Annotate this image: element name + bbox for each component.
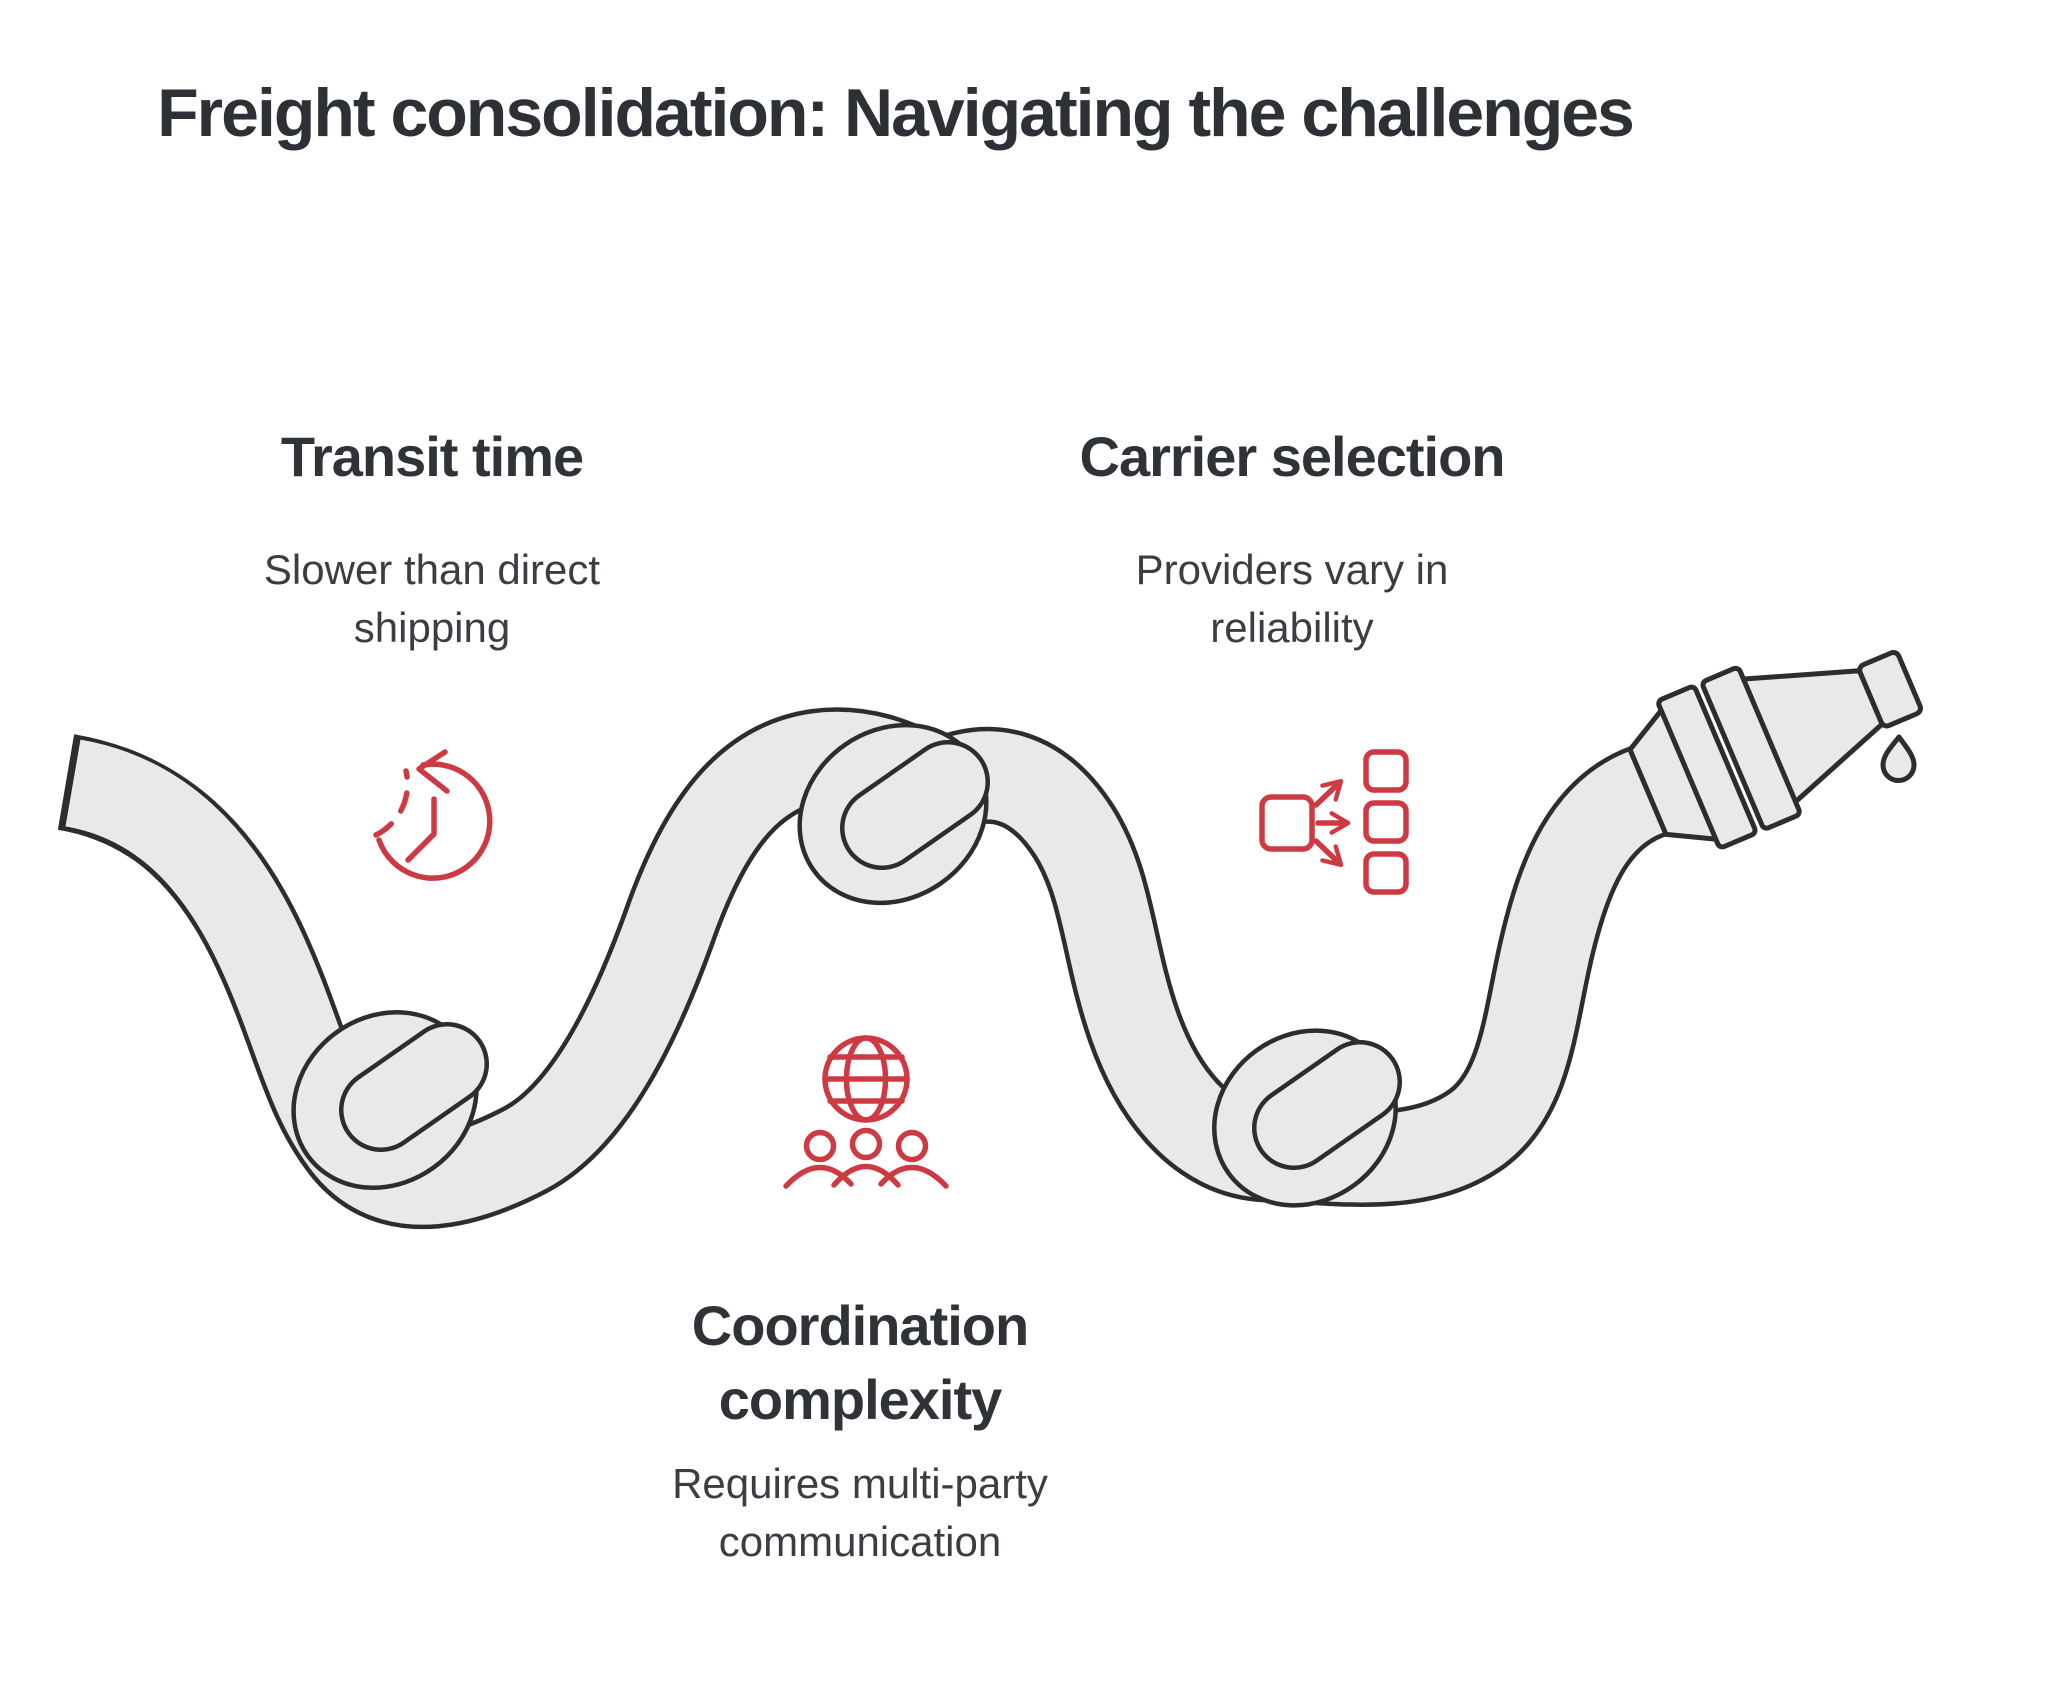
carrier-selection-subtitle-line2: reliability	[1210, 603, 1374, 651]
transit-time-heading: Transit time	[280, 425, 584, 488]
carrier-selection-subtitle-line1: Providers vary in	[1135, 545, 1449, 593]
nozzle-tip	[1857, 650, 1923, 729]
coordination-subtitle-line2: communication	[718, 1517, 1002, 1565]
transit-time-section: Transit time Slower than direct shipping	[112, 420, 752, 657]
coordination-subtitle-line1: Requires multi-party	[672, 1459, 1048, 1507]
arrow-head	[416, 749, 450, 794]
hose-knot-3	[1212, 1028, 1402, 1208]
target-box-middle	[1363, 800, 1409, 844]
carrier-selection-subtitle: Providers vary in reliability	[972, 541, 1612, 657]
hose-nozzle	[1627, 650, 1923, 850]
coordination-complexity-subtitle: Requires multi-party communication	[490, 1455, 1230, 1571]
carrier-distribution-icon	[1259, 749, 1409, 895]
transit-time-subtitle: Slower than direct shipping	[112, 541, 752, 657]
target-box-top	[1363, 749, 1409, 793]
source-box	[1259, 794, 1315, 852]
nozzle-collar-1	[1656, 684, 1758, 850]
coordination-complexity-section: Coordination complexity Requires multi-p…	[490, 1289, 1230, 1571]
tangled-hose	[56, 650, 1923, 1230]
globe-people-icon	[783, 1035, 949, 1189]
target-box-bottom	[1363, 851, 1409, 895]
carrier-selection-heading: Carrier selection	[1079, 425, 1506, 488]
coordination-heading-line2: complexity	[718, 1367, 1003, 1431]
carrier-selection-section: Carrier selection Providers vary in reli…	[972, 420, 1612, 657]
nozzle-collar-2	[1700, 665, 1802, 831]
globe-icon	[822, 1035, 910, 1123]
transit-time-subtitle-line2: shipping	[353, 603, 511, 651]
coordination-complexity-heading: Coordination complexity	[490, 1289, 1230, 1437]
transit-time-subtitle-line1: Slower than direct	[263, 545, 601, 593]
coordination-heading-line1: Coordination	[691, 1294, 1029, 1357]
clock-hands	[405, 796, 437, 863]
page-title: Freight consolidation: Navigating the ch…	[157, 75, 1635, 151]
clock-history-icon	[373, 749, 493, 881]
hose-knot-2	[797, 722, 990, 906]
water-drop-icon	[1880, 734, 1917, 783]
people-icon	[783, 1127, 949, 1189]
hose-knot-1	[291, 1010, 489, 1190]
